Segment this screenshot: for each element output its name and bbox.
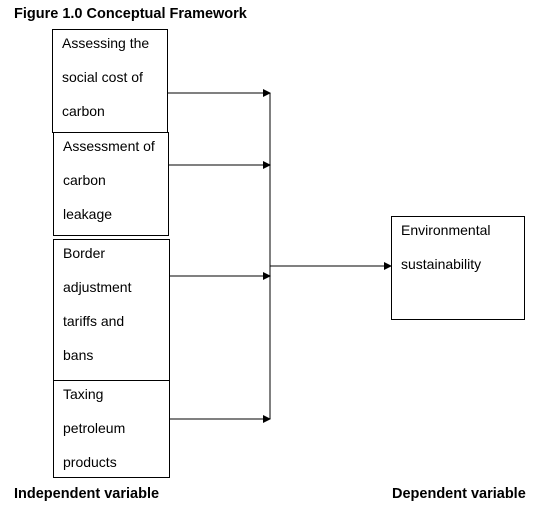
box-text-line: leakage: [63, 206, 113, 222]
independent-box-border-adjustment: Border adjustment tariffs and bans: [53, 239, 170, 381]
box-text-line: Assessing the: [62, 35, 150, 51]
box-text-line: Border: [63, 245, 106, 261]
box-text-line: carbon: [62, 103, 105, 119]
box-text-line: Environmental: [401, 222, 491, 238]
dependent-variable-caption: Dependent variable: [392, 486, 526, 502]
box-text-line: petroleum: [63, 420, 126, 436]
box-text-line: carbon: [63, 172, 106, 188]
box-text-line: Taxing: [63, 386, 104, 402]
box-text-line: products: [63, 454, 117, 470]
box-text-line: adjustment: [63, 279, 132, 295]
box-text-line: Assessment of: [63, 138, 155, 154]
independent-variable-caption: Independent variable: [14, 486, 160, 502]
box-text-line: bans: [63, 347, 94, 363]
independent-box-social-cost: Assessing the social cost of carbon: [52, 29, 168, 133]
dependent-box-environmental-sustainability: Environmental sustainability: [391, 216, 525, 320]
box-text-line: social cost of: [62, 69, 143, 85]
figure-title: Figure 1.0 Conceptual Framework: [14, 6, 247, 22]
independent-box-carbon-leakage: Assessment of carbon leakage: [53, 132, 169, 236]
box-text-line: sustainability: [401, 256, 482, 272]
box-text-line: tariffs and: [63, 313, 125, 329]
independent-box-taxing-petroleum: Taxing petroleum products: [53, 380, 170, 478]
